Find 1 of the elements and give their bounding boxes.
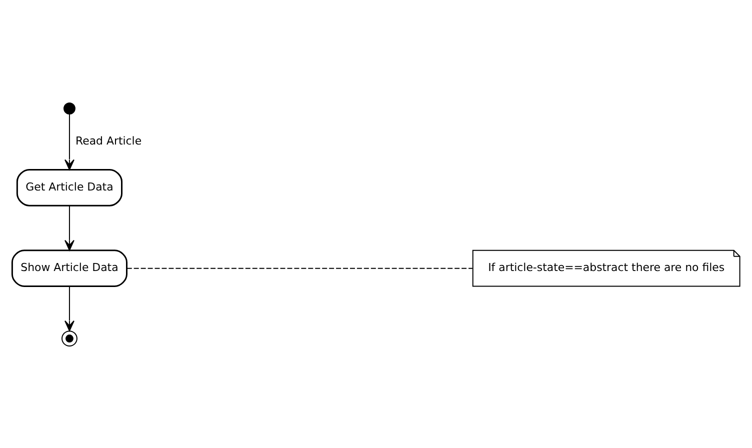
edge-label: Read Article (76, 134, 142, 148)
